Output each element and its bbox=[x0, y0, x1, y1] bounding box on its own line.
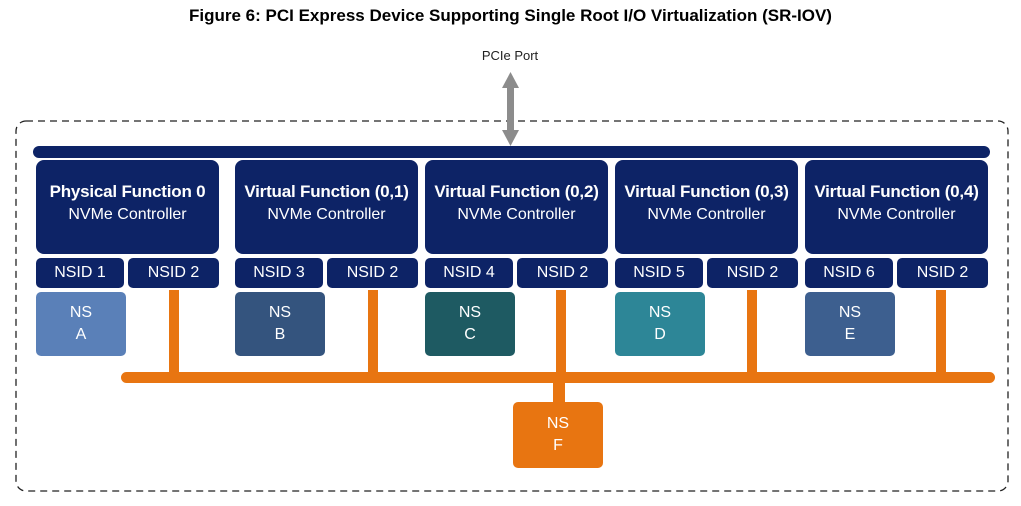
function-box: Physical Function 0 NVMe Controller bbox=[36, 160, 219, 254]
namespace-e: NS E bbox=[805, 292, 895, 356]
function-box: Virtual Function (0,4) NVMe Controller bbox=[805, 160, 988, 254]
namespace-id: D bbox=[654, 326, 666, 343]
namespace-id: A bbox=[75, 326, 87, 343]
function-box: Virtual Function (0,3) NVMe Controller bbox=[615, 160, 798, 254]
figure-title: Figure 6: PCI Express Device Supporting … bbox=[189, 6, 832, 25]
nsid-private: NSID 1 bbox=[36, 258, 124, 288]
namespace-label: NS bbox=[648, 304, 672, 321]
namespace-f-shared: NS F bbox=[513, 402, 603, 468]
namespace-a: NS A bbox=[36, 292, 126, 356]
pcie-port-label: PCIe Port bbox=[481, 48, 539, 63]
namespace-label: NS bbox=[838, 304, 862, 321]
nsid-private: NSID 4 bbox=[425, 258, 513, 288]
function-subtitle: NVMe Controller bbox=[68, 206, 187, 223]
nsid-shared: NSID 2 bbox=[327, 258, 418, 288]
function-box: Virtual Function (0,1) NVMe Controller bbox=[235, 160, 418, 254]
nsid-private: NSID 6 bbox=[805, 258, 893, 288]
nsid-shared: NSID 2 bbox=[517, 258, 608, 288]
namespace-b: NS B bbox=[235, 292, 325, 356]
function-box: Virtual Function (0,2) NVMe Controller bbox=[425, 160, 608, 254]
nsid-private: NSID 3 bbox=[235, 258, 323, 288]
function-subtitle: NVMe Controller bbox=[647, 206, 766, 223]
function-subtitle: NVMe Controller bbox=[267, 206, 386, 223]
nsid-shared: NSID 2 bbox=[707, 258, 798, 288]
function-title: Virtual Function (0,2) bbox=[434, 182, 599, 201]
shared-namespace-bus bbox=[121, 290, 995, 406]
function-title: Virtual Function (0,4) bbox=[814, 182, 979, 201]
function-subtitle: NVMe Controller bbox=[457, 206, 576, 223]
function-title: Virtual Function (0,3) bbox=[624, 182, 789, 201]
pcie-port-arrow bbox=[502, 72, 519, 146]
namespace-id: E bbox=[844, 326, 856, 343]
nsid-shared: NSID 2 bbox=[128, 258, 219, 288]
namespace-c: NS C bbox=[425, 292, 515, 356]
namespace-label: NS bbox=[69, 304, 93, 321]
function-title: Virtual Function (0,1) bbox=[244, 182, 409, 201]
namespace-label: NS bbox=[546, 415, 570, 432]
nsid-private: NSID 5 bbox=[615, 258, 703, 288]
function-subtitle: NVMe Controller bbox=[837, 206, 956, 223]
namespace-label: NS bbox=[458, 304, 482, 321]
namespace-id: F bbox=[553, 437, 563, 454]
namespace-id: C bbox=[464, 326, 476, 343]
nsid-shared: NSID 2 bbox=[897, 258, 988, 288]
function-title: Physical Function 0 bbox=[49, 182, 206, 201]
namespace-id: B bbox=[274, 326, 286, 343]
pcie-bus bbox=[33, 146, 990, 158]
namespace-d: NS D bbox=[615, 292, 705, 356]
namespace-label: NS bbox=[268, 304, 292, 321]
